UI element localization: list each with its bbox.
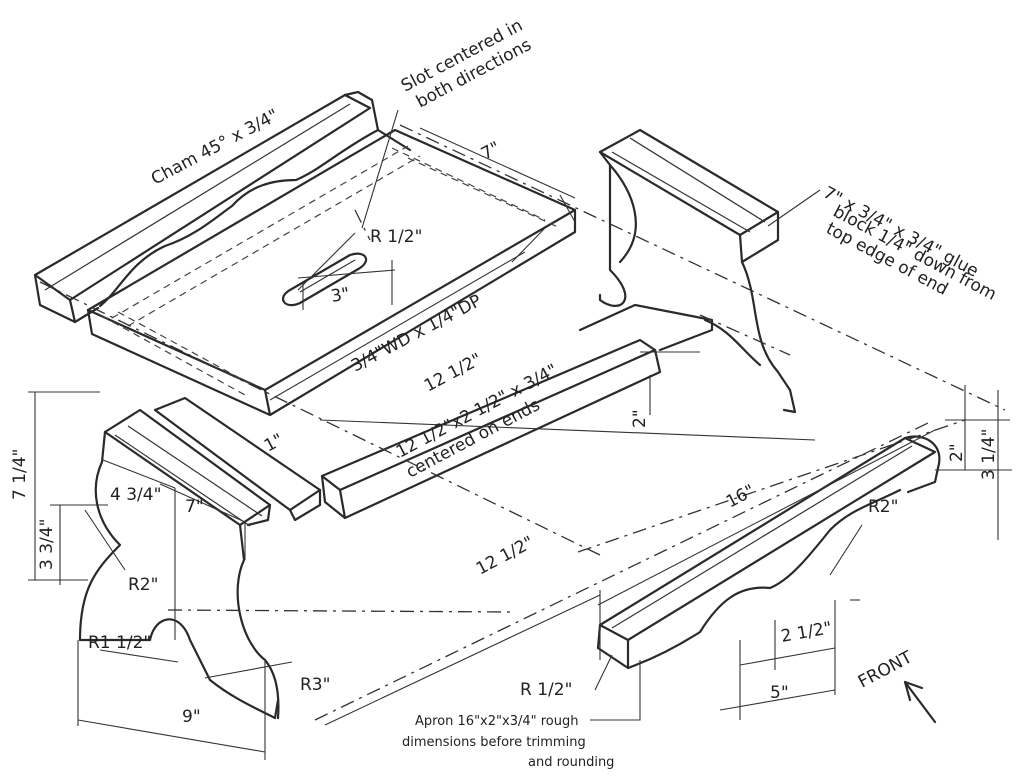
- end-notch-label: 3 3/4": [37, 519, 57, 570]
- front-apron: [596, 435, 941, 670]
- end-r3-label: R3": [300, 675, 330, 695]
- end-inner-label: 4 3/4": [110, 485, 161, 505]
- slot-length-label: 3": [329, 284, 351, 307]
- end-base-label: 9": [182, 707, 201, 727]
- apron-h2-label: 3 1/4": [979, 429, 999, 480]
- apron-cut-label: 2 1/2": [779, 618, 833, 647]
- apron-r2-label: R2": [868, 497, 898, 517]
- slot-radius-label: R 1/2": [370, 227, 422, 247]
- end-r2-label: R2": [128, 575, 158, 595]
- end-width-label: 7": [185, 497, 204, 517]
- end-gap-label: 2": [630, 409, 650, 428]
- front-arrow-icon: [903, 680, 937, 724]
- top-width-label: 7": [478, 138, 504, 164]
- center-lines: [39, 124, 1006, 721]
- apron-note-line-3: and rounding: [528, 755, 614, 770]
- dimension-lines: [28, 109, 1012, 760]
- labels: Cham 45° x 3/4" Slot centered in both di…: [10, 16, 1000, 770]
- apron-note-line-2: dimensions before trimming: [402, 735, 586, 750]
- apron-radius-label: R 1/2": [520, 680, 572, 700]
- top-length-label: 12 1/2": [421, 350, 485, 397]
- apron-h1-label: 2": [947, 443, 967, 462]
- left-end-panel: [78, 396, 322, 720]
- end-height-label: 7 1/4": [10, 449, 30, 500]
- apron-inner-label: 12 1/2": [473, 533, 537, 580]
- apron-span-label: 5": [770, 683, 789, 703]
- apron-note-line-1: Apron 16"x2"x3/4" rough: [415, 714, 578, 729]
- back-apron: [33, 90, 412, 324]
- right-end-panel: [598, 128, 797, 414]
- end-r1-label: R1 1/2": [88, 633, 151, 653]
